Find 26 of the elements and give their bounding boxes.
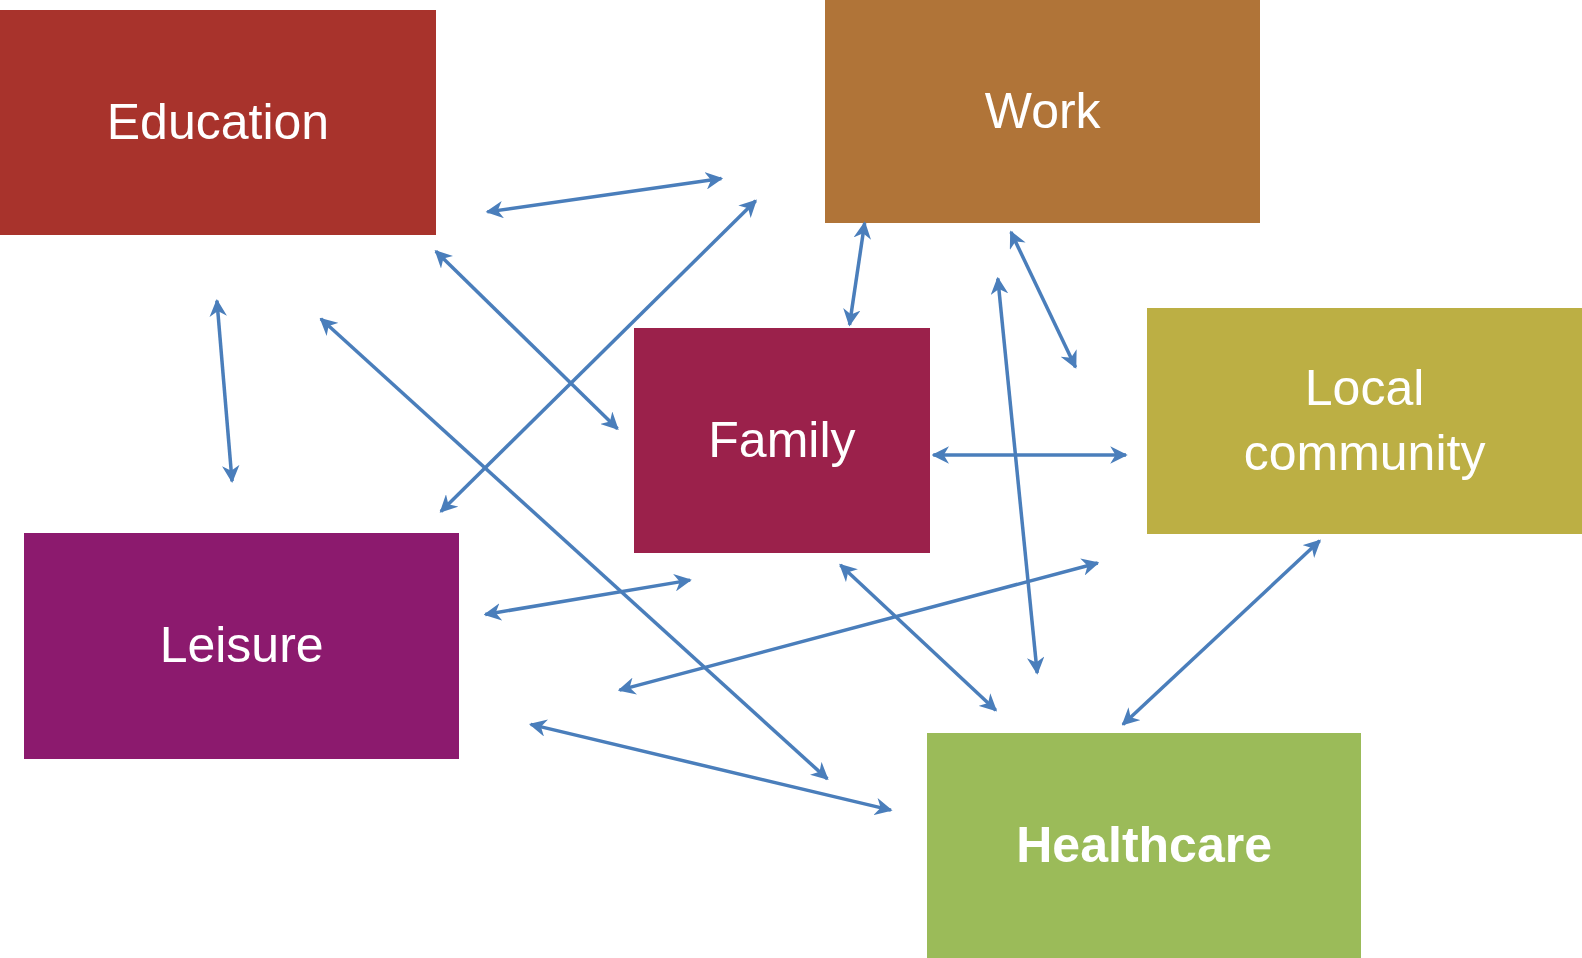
category-box <box>825 0 1261 223</box>
category-box <box>24 532 460 759</box>
category-box <box>0 10 436 236</box>
node-label: Local community <box>1242 358 1487 483</box>
double-arrow <box>434 249 619 431</box>
double-arrow <box>843 221 871 327</box>
category-box <box>633 327 931 553</box>
node-label: Education <box>106 93 330 153</box>
double-arrow <box>483 574 692 621</box>
double-arrow <box>529 719 893 816</box>
double-arrow <box>319 317 829 781</box>
double-arrow <box>839 563 998 712</box>
node-label: Family <box>708 410 856 470</box>
node-label: Leisure <box>159 616 324 676</box>
double-arrow <box>209 298 240 483</box>
double-arrow <box>439 199 757 513</box>
double-arrow <box>931 446 1128 464</box>
double-arrow <box>1121 539 1321 726</box>
double-arrow <box>1009 230 1078 369</box>
category-box <box>927 733 1362 958</box>
node-label: Work <box>984 82 1101 141</box>
double-arrow <box>485 172 724 219</box>
double-arrow <box>990 276 1045 675</box>
category-box <box>1147 307 1582 534</box>
node-label: Healthcare <box>1016 816 1272 876</box>
double-arrow <box>617 558 1100 695</box>
